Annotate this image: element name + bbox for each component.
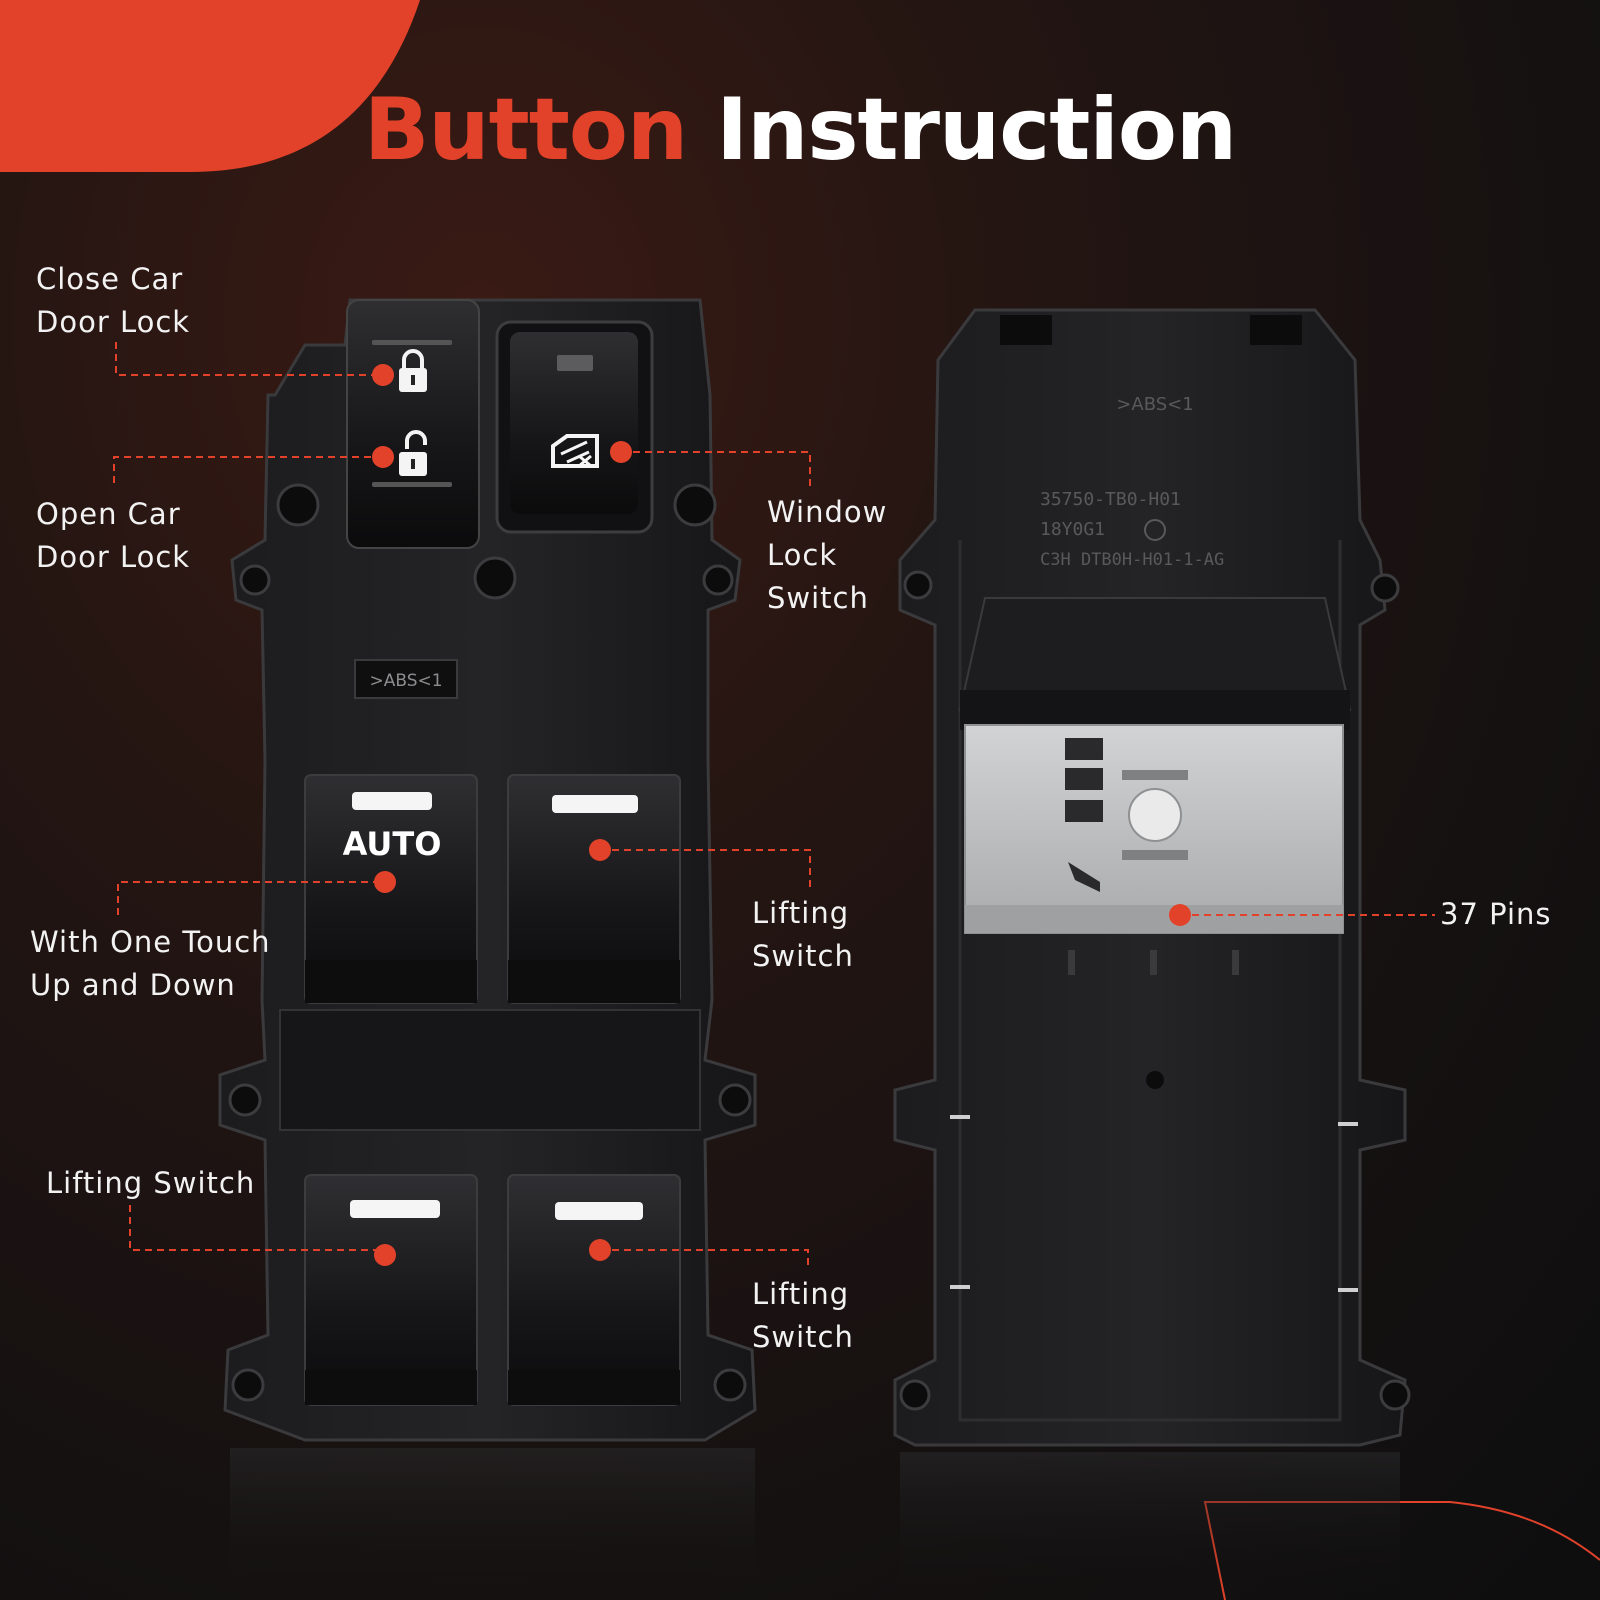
front-switch-panel: >ABS<1 AUTO: [218, 298, 757, 1598]
callout-markers: [372, 364, 1191, 1266]
page-title: Button Instruction: [0, 80, 1600, 180]
window-lock-icon: [551, 434, 599, 468]
front-mold-mark: >ABS<1: [369, 671, 442, 691]
front-reflection: [230, 1448, 755, 1598]
back-date-code: 18Y0G1: [1040, 519, 1105, 540]
window-rocker-front-right: [507, 774, 681, 1004]
lock-open-icon: [399, 430, 427, 476]
marker-lifting-1: [589, 839, 611, 861]
door-lock-rocker: [346, 299, 480, 549]
label-lifting-switch-lower-left: Lifting Switch: [46, 1166, 256, 1200]
marker-lifting-3: [589, 1239, 611, 1261]
back-switch-panel: >ABS<1 35750-TB0-H01 18Y0G1 C3H DTB0H-H0…: [893, 308, 1411, 1597]
back-clips: [950, 1115, 1358, 1292]
marker-auto-switch: [374, 871, 396, 893]
title-accent: Button: [363, 80, 688, 180]
label-37-pins: 37 Pins: [1440, 897, 1552, 931]
connector-block: [964, 724, 1344, 934]
marker-lifting-2: [374, 1244, 396, 1266]
window-rocker-rear-left: [304, 1174, 478, 1406]
marker-open-lock: [372, 446, 394, 468]
marker-window-lock: [610, 441, 632, 463]
auto-badge: AUTO: [343, 825, 442, 863]
lock-closed-icon: [399, 349, 427, 392]
corner-accent-line: [1203, 1501, 1600, 1600]
marker-close-lock: [372, 364, 394, 386]
back-mount-holes: [899, 570, 1411, 1411]
front-mold-mark-plate: [354, 659, 458, 699]
back-mold-code: C3H DTB0H-H01-1-AG: [1040, 550, 1224, 570]
back-reflection: [900, 1452, 1400, 1597]
back-part-number: 35750-TB0-H01: [1040, 489, 1181, 510]
marker-pins: [1169, 904, 1191, 926]
back-mold-mark: >ABS<1: [1116, 394, 1193, 415]
title-main: Instruction: [716, 80, 1237, 180]
connector-pins: [1068, 950, 1239, 975]
corner-accent-shape: [0, 0, 420, 172]
callout-leaders: [113, 342, 1435, 1270]
window-rocker-rear-right: [507, 1174, 681, 1406]
